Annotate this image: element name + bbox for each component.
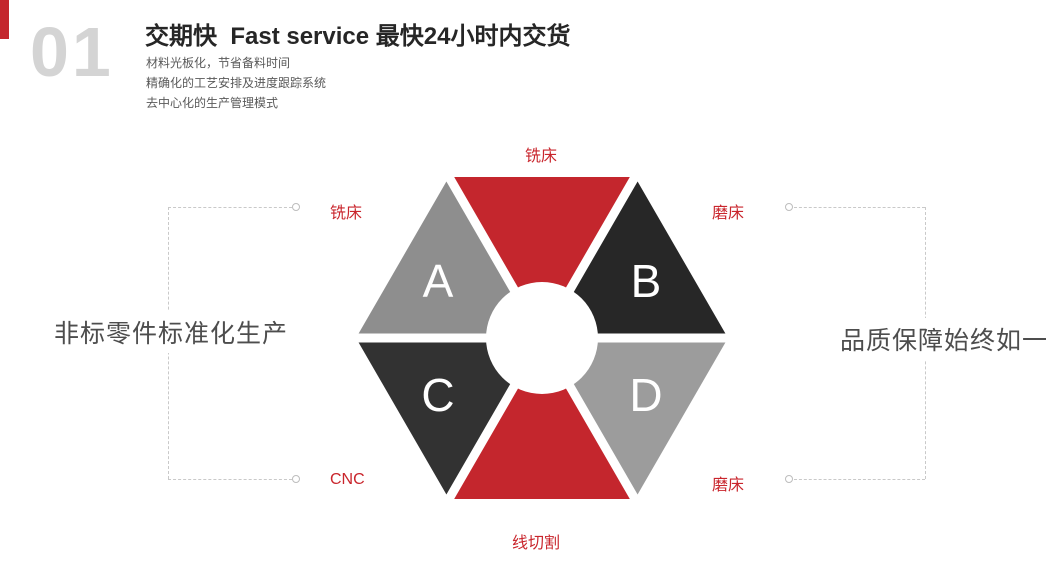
connector-dot-right-top (785, 203, 793, 211)
segment-upper-right-triangle (542, 177, 728, 338)
segment-letter-d: D (629, 369, 662, 421)
hexagon-diagram: A B C D (351, 170, 733, 506)
segment-upper-left-triangle (356, 177, 542, 338)
subtitle-line-2: 精确化的工艺安排及进度跟踪系统 (146, 76, 327, 90)
side-text-right: 品质保障始终如一 (834, 318, 1055, 360)
center-circle (486, 282, 598, 394)
connector-dot-left-top (292, 203, 300, 211)
segment-letter-b: B (631, 255, 662, 307)
label-left-top: 铣床 (330, 205, 363, 222)
label-right-bottom: 磨床 (712, 477, 745, 494)
segment-bottom-triangle (449, 338, 635, 499)
step-number: 01 (30, 13, 114, 91)
accent-bar (0, 0, 9, 39)
label-top: 铣床 (524, 148, 557, 165)
connector-left-top-line (168, 207, 292, 208)
side-text-left: 非标零件标准化生产 (48, 311, 295, 353)
label-left-bottom: CNC (330, 471, 365, 488)
segment-letter-a: A (423, 255, 454, 307)
connector-right-top-line (794, 207, 925, 208)
segment-letter-c: C (421, 369, 454, 421)
connector-right-bottom-line (794, 479, 925, 480)
label-right-top: 磨床 (712, 205, 745, 222)
connector-dot-right-bottom (785, 475, 793, 483)
label-bottom: 线切割 (511, 535, 560, 552)
connector-left-bottom-line (168, 479, 292, 480)
connector-dot-left-bottom (292, 475, 300, 483)
segment-lower-right-triangle (542, 338, 728, 499)
subtitle-block: 材料光板化，节省备料时间 精确化的工艺安排及进度跟踪系统 去中心化的生产管理模式 (146, 53, 326, 113)
segment-top-triangle (449, 177, 635, 338)
page-title: 交期快 Fast service 最快24小时内交货 (145, 23, 571, 50)
subtitle-line-3: 去中心化的生产管理模式 (146, 96, 279, 110)
segment-lower-left-triangle (356, 338, 542, 499)
subtitle-line-1: 材料光板化，节省备料时间 (146, 56, 291, 70)
